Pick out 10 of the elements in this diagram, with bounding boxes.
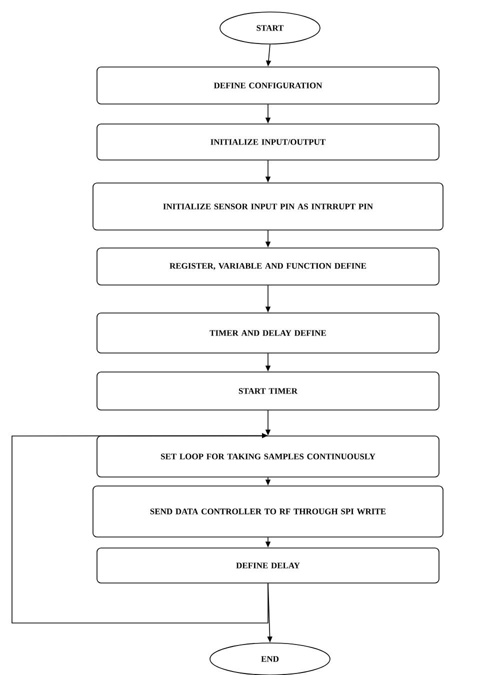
- process-box: DEFINE DELAY: [96, 548, 440, 584]
- process-box: SET LOOP FOR TAKING SAMPLES CONTINUOUSLY: [96, 436, 440, 478]
- process-box: INITIALIZE SENSOR INPUT PIN AS INTRRUPT PIN: [92, 182, 444, 230]
- arrow: [12, 433, 268, 624]
- process-box: START TIMER: [96, 372, 440, 410]
- process-box: REGISTER, VARIABLE AND FUNCTION DEFINE: [96, 248, 440, 286]
- process-box: INITIALIZE INPUT/OUTPUT: [96, 124, 440, 160]
- process-box: TIMER AND DELAY DEFINE: [96, 312, 440, 354]
- process-box: DEFINE CONFIGURATION: [96, 66, 440, 104]
- process-box: SEND DATA CONTROLLER TO RF THROUGH SPI WRITE: [92, 486, 444, 538]
